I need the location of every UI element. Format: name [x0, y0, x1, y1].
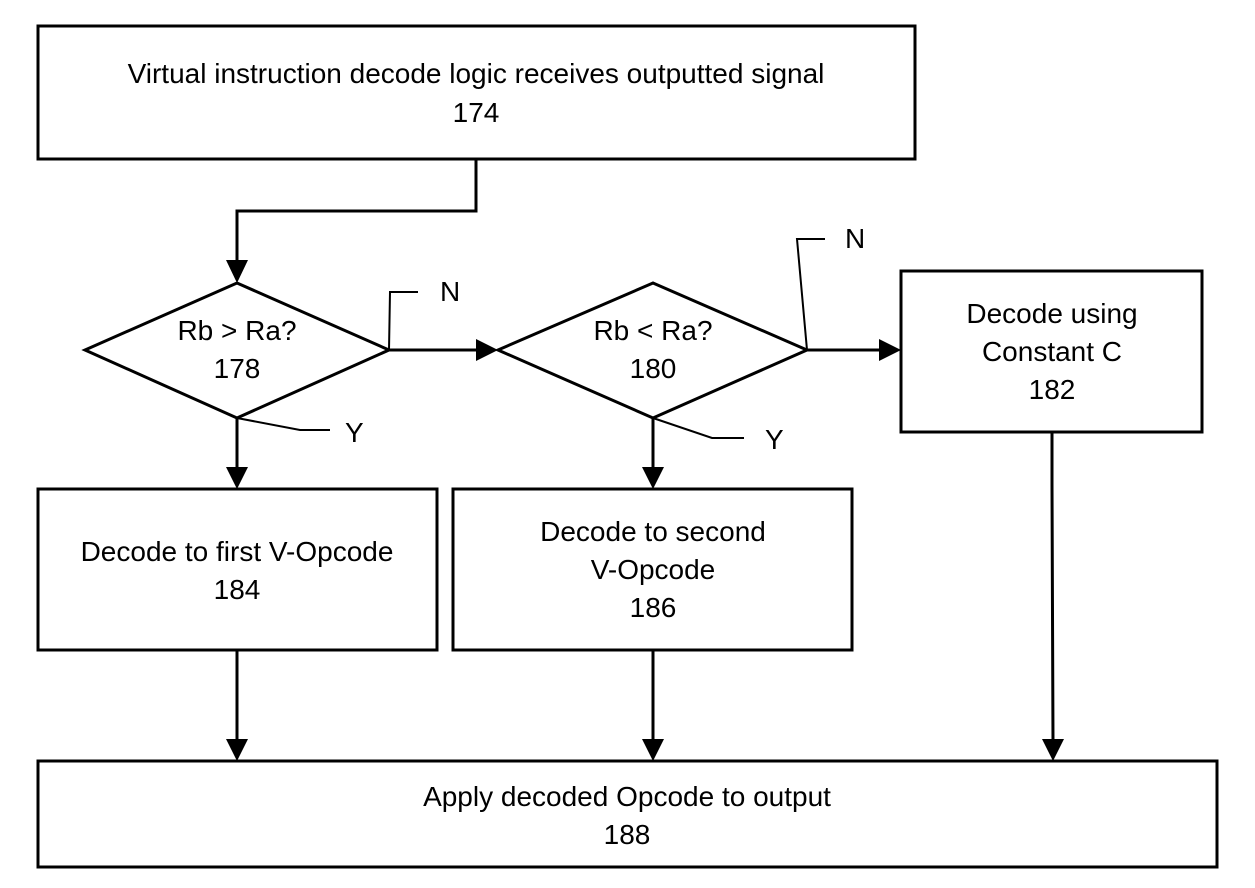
apply-opcode-box [38, 761, 1217, 867]
decision-178-no-label: N [440, 276, 460, 307]
decision-178-ref: 178 [214, 353, 261, 384]
decode-constant-line2: Constant C [982, 336, 1122, 367]
decision-178-yes-label: Y [345, 417, 364, 448]
receive-signal-ref: 174 [453, 97, 500, 128]
decode-second-vopcode-line2: V-Opcode [591, 554, 716, 585]
decode-first-vopcode-box [38, 489, 437, 650]
decision-180-yes-label: Y [765, 424, 784, 455]
decision-180 [498, 283, 807, 418]
decision-180-question: Rb < Ra? [593, 315, 712, 346]
arrowhead-188-right [1042, 739, 1064, 761]
receive-signal-box [38, 26, 915, 159]
decision-178-yes-leader [237, 418, 330, 430]
receive-signal-line1: Virtual instruction decode logic receive… [128, 58, 825, 89]
decision-180-no-label: N [845, 223, 865, 254]
arrowhead-182 [879, 339, 901, 361]
apply-opcode-ref: 188 [604, 819, 651, 850]
arrowhead-188-middle [642, 739, 664, 761]
arrowhead-186 [642, 467, 664, 489]
decode-first-vopcode-line1: Decode to first V-Opcode [81, 536, 394, 567]
decision-180-no-leader [797, 239, 825, 350]
decode-second-vopcode-line1: Decode to second [540, 516, 766, 547]
decode-constant-ref: 182 [1029, 374, 1076, 405]
connector-174-178 [237, 159, 476, 262]
connector-182-188 [1052, 432, 1053, 742]
decode-constant-line1: Decode using [966, 298, 1137, 329]
arrowhead-184 [226, 467, 248, 489]
decision-180-ref: 180 [630, 353, 677, 384]
apply-opcode-line1: Apply decoded Opcode to output [423, 781, 831, 812]
arrowhead-188-left [226, 739, 248, 761]
decode-first-vopcode-ref: 184 [214, 574, 261, 605]
decision-178-question: Rb > Ra? [177, 315, 296, 346]
decode-second-vopcode-ref: 186 [630, 592, 677, 623]
decision-178 [85, 283, 389, 418]
arrowhead-178 [226, 260, 248, 283]
decision-180-yes-leader [653, 418, 744, 438]
decision-178-no-leader [389, 292, 418, 350]
